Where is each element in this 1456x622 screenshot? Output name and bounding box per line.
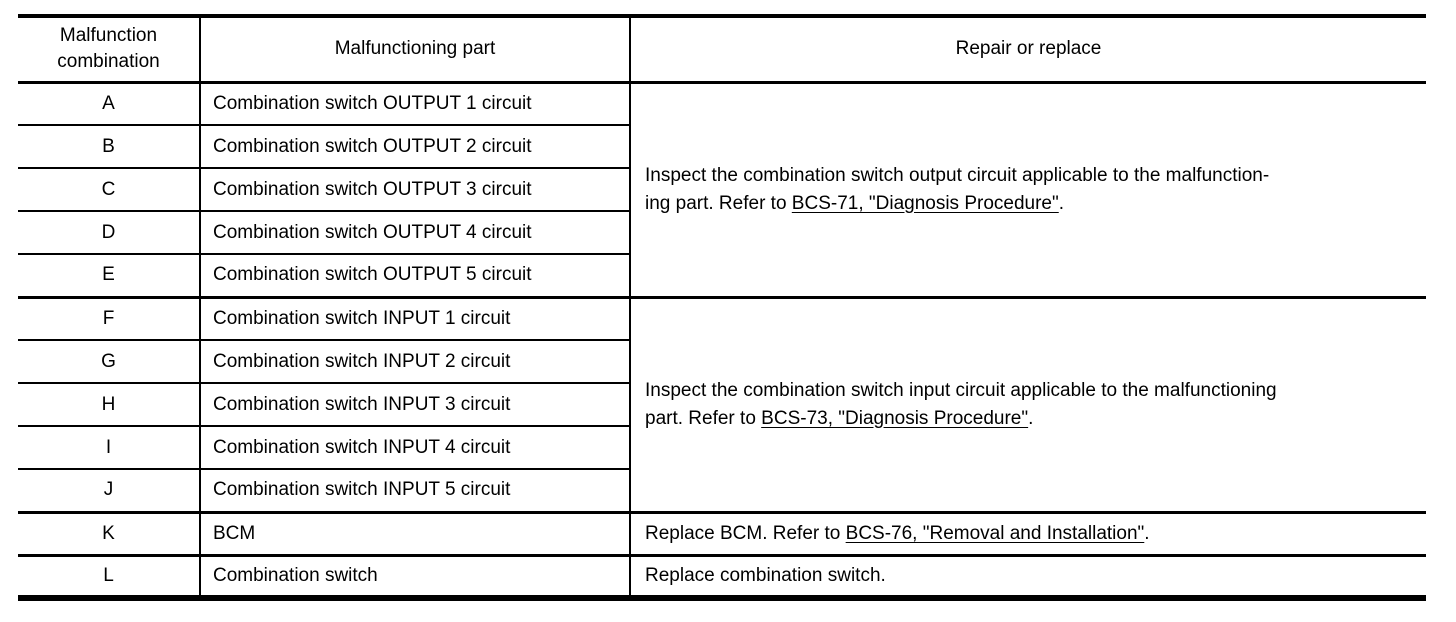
part-cell: Combination switch OUTPUT 1 circuit [199,81,630,125]
table-row-d: D Combination switch OUTPUT 4 circuit [18,210,1426,254]
repair-cell-combination-switch: Replace combination switch. [629,553,1426,598]
col-header-malfunction-combination: Malfunction combination [18,16,200,84]
part-cell: Combination switch INPUT 3 circuit [199,382,630,426]
part-cell: Combination switch OUTPUT 2 circuit [199,124,630,168]
repair-text: Replace combination switch. [645,564,886,586]
table-row-b: B Combination switch OUTPUT 2 circuit [18,124,1426,168]
table-header: Malfunction combination Malfunctioning p… [18,16,1426,84]
part-cell: Combination switch OUTPUT 5 circuit [199,253,630,297]
combination-cell: H [18,382,200,426]
repair-text: Inspect the combination switch output ci… [645,164,1270,214]
combination-cell: F [18,295,200,340]
table-row-h: H Combination switch INPUT 3 circuit [18,382,1426,426]
combination-cell: K [18,510,200,555]
header-row: Malfunction combination Malfunctioning p… [18,16,1426,84]
table-row-e: E Combination switch OUTPUT 5 circuit [18,253,1426,297]
table-row-f: F Combination switch INPUT 1 circuit Ins… [18,295,1426,512]
col-header-repair-or-replace: Repair or replace [629,16,1426,84]
part-cell: Combination switch INPUT 5 circuit [199,468,630,512]
link-bcs-71-diagnosis-procedure[interactable]: BCS-71, "Diagnosis Procedure" [791,192,1059,214]
table-row-j: J Combination switch INPUT 5 circuit [18,468,1426,512]
part-cell: Combination switch OUTPUT 3 circuit [199,167,630,211]
combination-cell: E [18,253,200,297]
table-row-i: I Combination switch INPUT 4 circuit [18,425,1426,469]
table-row-c: C Combination switch OUTPUT 3 circuit [18,167,1426,211]
combination-cell: D [18,210,200,254]
repair-text: Replace BCM. Refer to [645,522,846,544]
repair-cell-input: Inspect the combination switch input cir… [629,295,1426,512]
combination-cell: B [18,124,200,168]
part-cell: Combination switch INPUT 2 circuit [199,339,630,383]
combination-cell: J [18,468,200,512]
repair-cell-output: Inspect the combination switch output ci… [629,81,1426,297]
malfunction-diagnosis-table: Malfunction combination Malfunctioning p… [18,14,1426,601]
part-cell: Combination switch INPUT 1 circuit [199,295,630,340]
table-row-g: G Combination switch INPUT 2 circuit [18,339,1426,383]
col-header-malfunctioning-part: Malfunctioning part [199,16,630,84]
table-row-a: A Combination switch OUTPUT 1 circuit In… [18,81,1426,297]
repair-text-after: . [1058,192,1065,214]
part-cell: Combination switch OUTPUT 4 circuit [199,210,630,254]
repair-text-after: . [1144,522,1150,544]
repair-text-after: . [1028,407,1034,429]
link-bcs-76-removal-and-installation[interactable]: BCS-76, "Removal and Installation" [845,522,1145,544]
repair-cell-bcm: Replace BCM. Refer to BCS-76, "Removal a… [629,510,1426,555]
link-bcs-73-diagnosis-procedure[interactable]: BCS-73, "Diagnosis Procedure" [761,407,1029,429]
combination-cell: A [18,81,200,125]
part-cell: Combination switch [199,553,630,598]
repair-text: Inspect the combination switch input cir… [645,379,1277,429]
combination-cell: C [18,167,200,211]
part-cell: Combination switch INPUT 4 circuit [199,425,630,469]
part-cell: BCM [199,510,630,555]
combination-cell: G [18,339,200,383]
combination-cell: I [18,425,200,469]
combination-cell: L [18,553,200,598]
table-row-k: K BCM Replace BCM. Refer to BCS-76, "Rem… [18,510,1426,555]
table-row-l: L Combination switch Replace combination… [18,553,1426,598]
